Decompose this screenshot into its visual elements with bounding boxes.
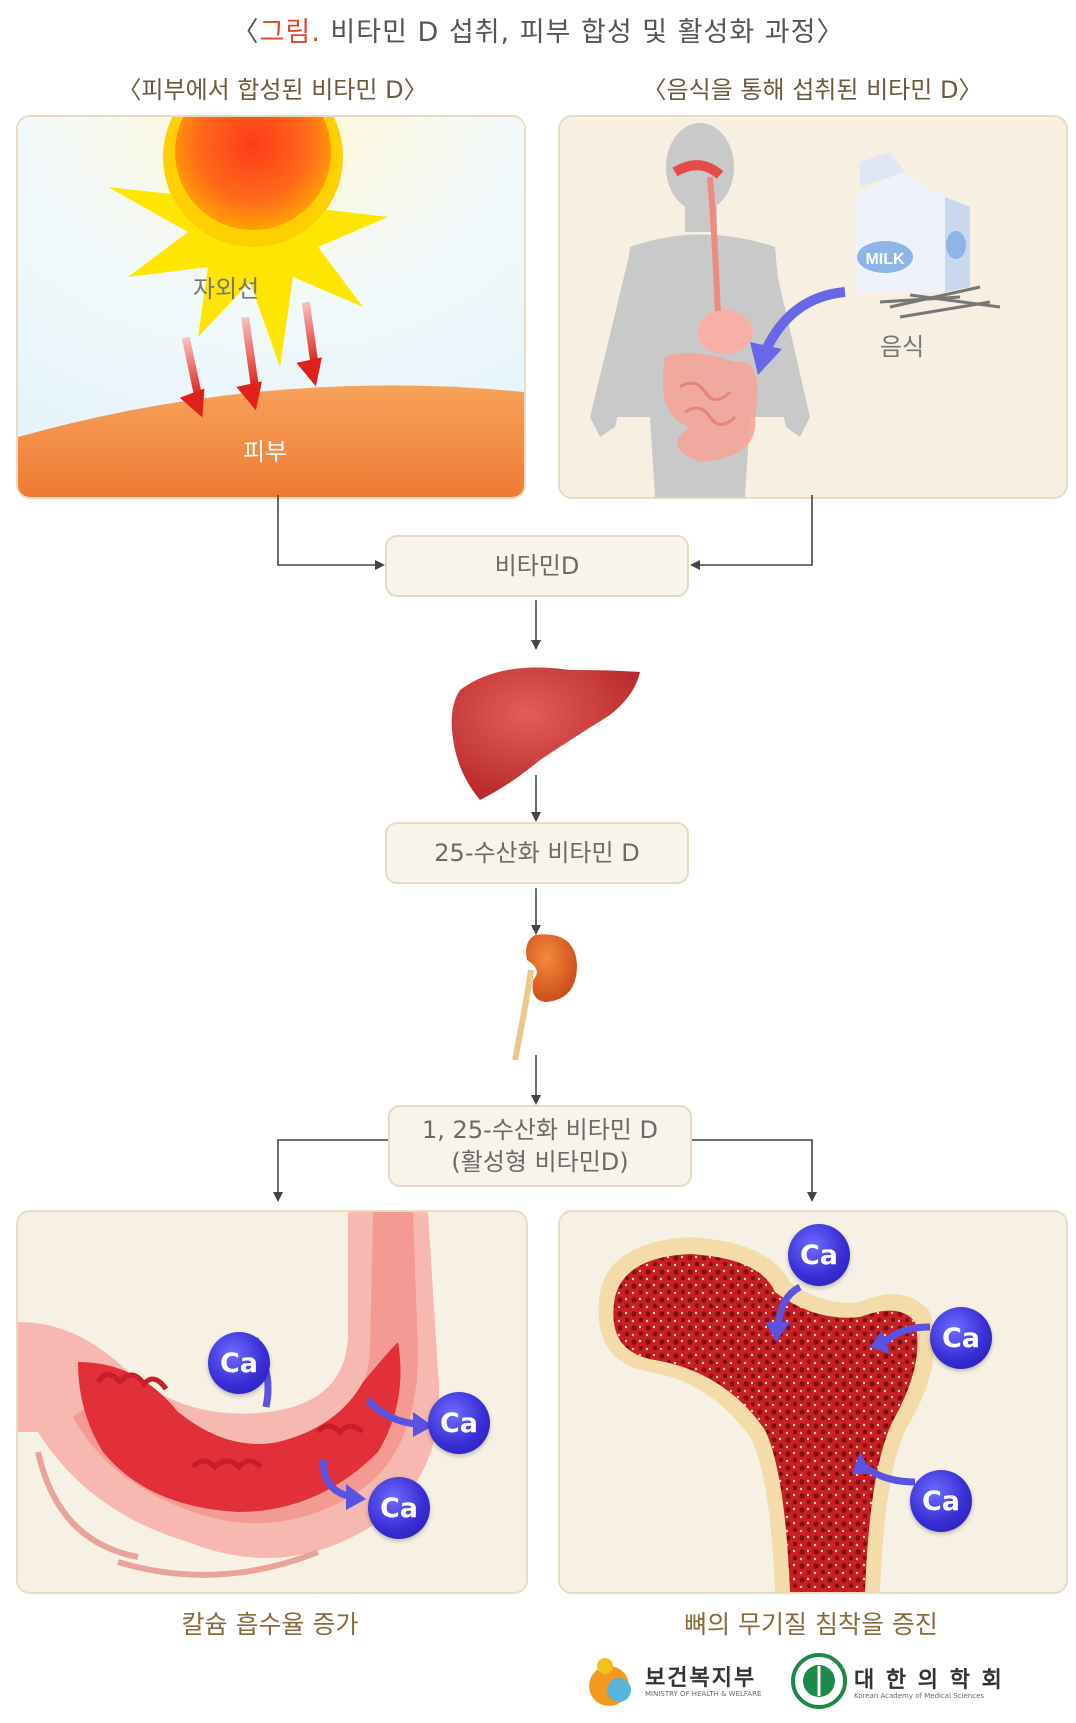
active-vitamin-d-line1: 1, 25-수산화 비타민 D (422, 1114, 658, 1146)
vitamin-d-node: 비타민D (385, 535, 689, 597)
ministry-logo: 보건복지부 MINISTRY OF HEALTH & WELFARE (585, 1652, 785, 1712)
calcium-absorption-caption: 칼슘 흡수율 증가 (16, 1605, 524, 1641)
active-vitamin-d-node: 1, 25-수산화 비타민 D (활성형 비타민D) (388, 1105, 692, 1187)
hydroxy-25-node-label: 25-수산화 비타민 D (434, 837, 639, 869)
intestine-panel: Ca Ca Ca (16, 1210, 528, 1594)
calcium-ion-icon: Ca (368, 1477, 430, 1539)
calcium-ion-icon: Ca (910, 1470, 972, 1532)
vitamin-d-node-label: 비타민D (495, 550, 580, 582)
kidney-icon (505, 930, 585, 1065)
calcium-ion-icon: Ca (788, 1224, 850, 1286)
calcium-ion-icon: Ca (428, 1392, 490, 1454)
bone-panel: Ca Ca Ca (558, 1210, 1068, 1594)
ministry-subtitle: MINISTRY OF HEALTH & WELFARE (645, 1690, 761, 1698)
active-vitamin-d-line2: (활성형 비타민D) (451, 1146, 628, 1178)
academy-logo: 대 한 의 학 회 Korean Academy of Medical Scie… (790, 1652, 1060, 1712)
academy-name: 대 한 의 학 회 (854, 1662, 1004, 1694)
liver-icon (440, 650, 650, 805)
ministry-emblem-icon (585, 1652, 639, 1712)
academy-subtitle: Korean Academy of Medical Sciences (854, 1692, 984, 1700)
hydroxy-25-node: 25-수산화 비타민 D (385, 822, 689, 884)
calcium-ion-icon: Ca (208, 1332, 270, 1394)
calcium-ion-icon: Ca (930, 1307, 992, 1369)
bone-mineralization-caption: 뼈의 무기질 침착을 증진 (558, 1605, 1064, 1641)
ministry-name: 보건복지부 (645, 1660, 756, 1692)
academy-emblem-icon (790, 1652, 848, 1710)
